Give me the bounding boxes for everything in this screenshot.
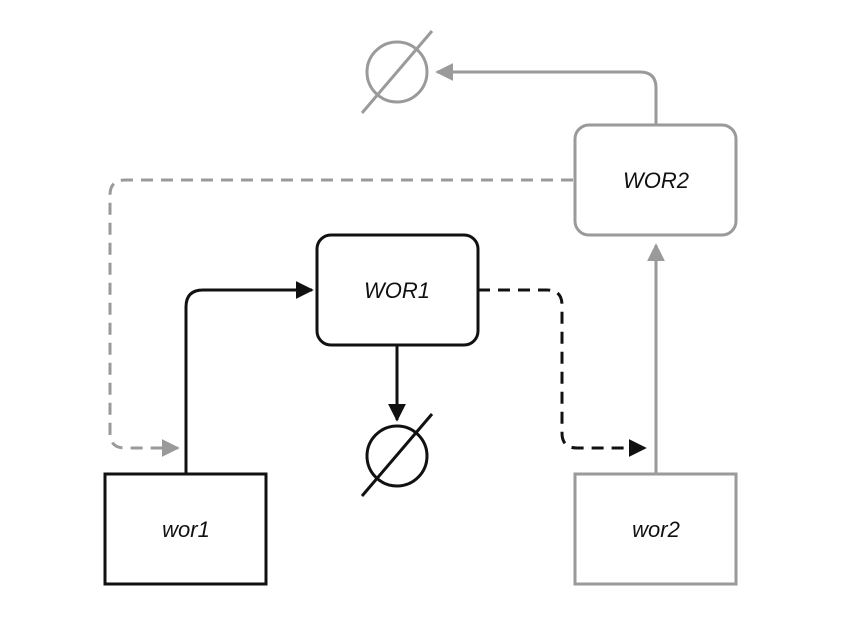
node-label-WOR2: WOR2 bbox=[623, 168, 689, 193]
empty-set-icon bbox=[360, 30, 434, 114]
edge-WOR2-to-degradation bbox=[435, 63, 658, 124]
edge-WOR1-to-wor2-dashed bbox=[478, 288, 647, 457]
node-WOR2: WOR2 bbox=[573, 123, 738, 237]
node-label-wor2: wor2 bbox=[632, 517, 680, 542]
empty-set-icon bbox=[360, 413, 434, 497]
node-label-WOR1: WOR1 bbox=[364, 278, 430, 303]
node-label-wor1: wor1 bbox=[162, 517, 210, 542]
node-wor1: wor1 bbox=[103, 472, 268, 586]
node-WOR1: WOR1 bbox=[315, 233, 480, 347]
node-wor2: wor2 bbox=[573, 472, 738, 586]
edge-wor1-to-WOR1 bbox=[184, 281, 314, 473]
edge-WOR2-to-wor1-dashed bbox=[108, 178, 573, 457]
